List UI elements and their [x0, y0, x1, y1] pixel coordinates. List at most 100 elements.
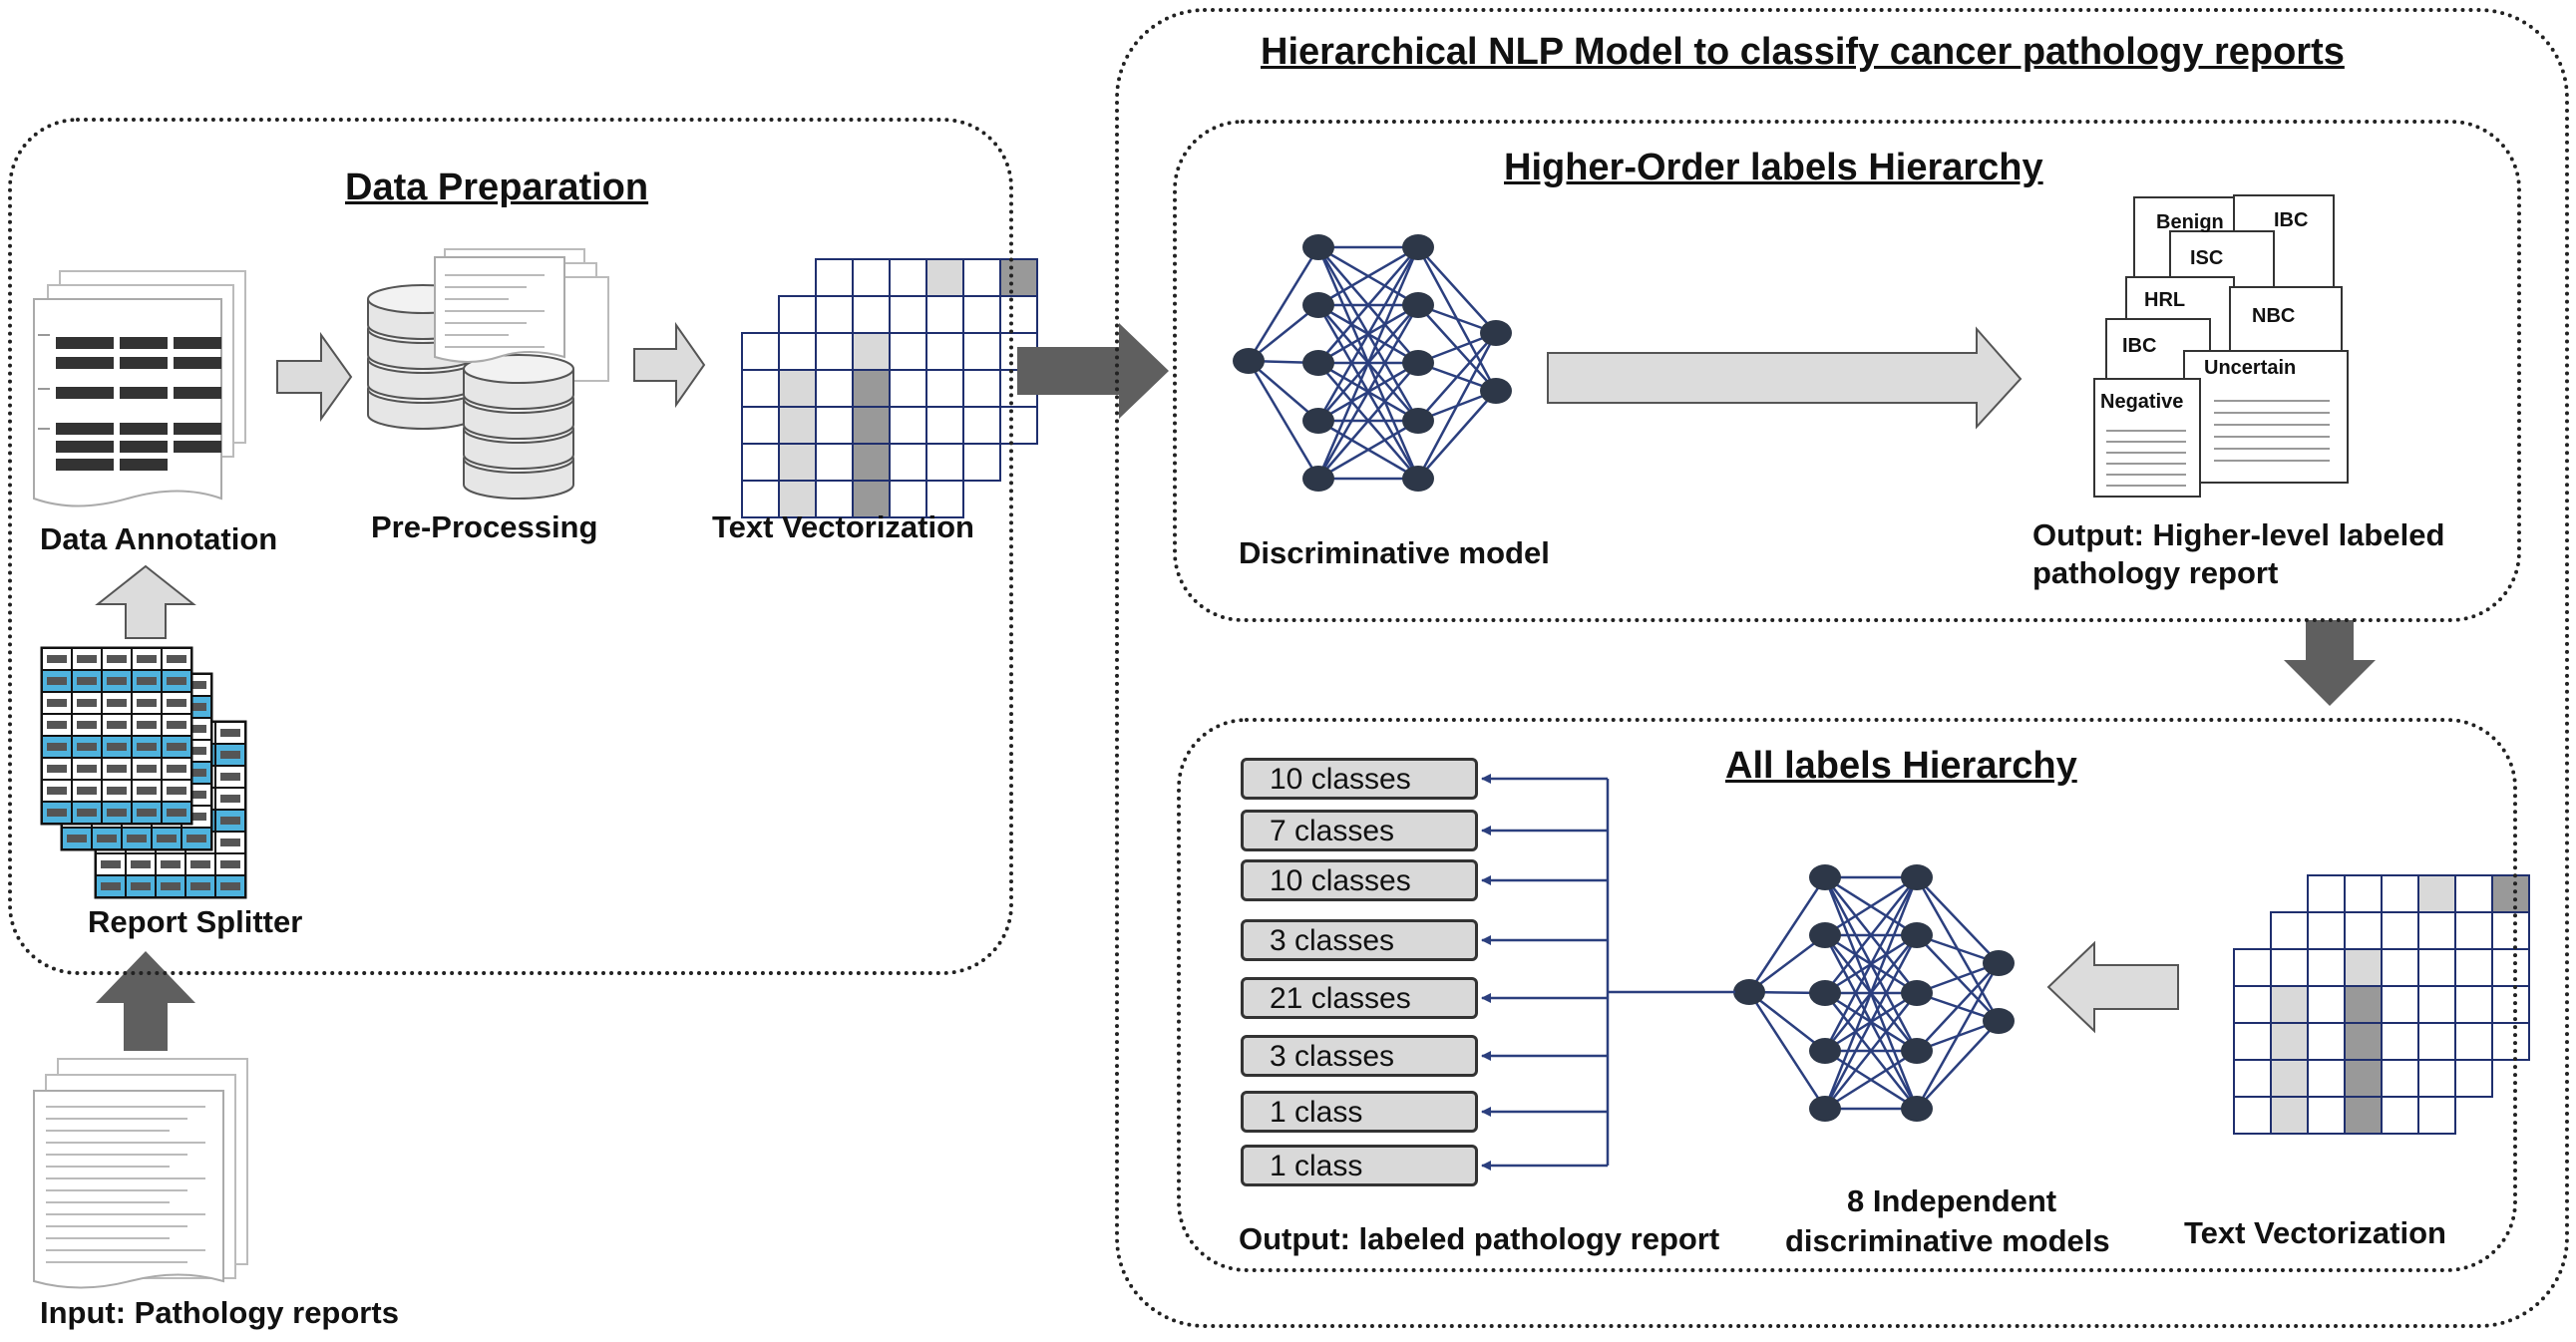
annotation-bar: [120, 423, 168, 435]
splitter-bar: [190, 882, 210, 890]
database-icon: [367, 248, 609, 500]
annotation-bar: [174, 423, 221, 435]
report-splitter-label: Report Splitter: [88, 904, 303, 939]
splitter-bar: [77, 677, 97, 685]
grid-cell: [2344, 1096, 2383, 1135]
grid-cell: [2381, 874, 2419, 913]
splitter-bar: [186, 791, 206, 799]
grid-cell: [2307, 911, 2346, 950]
network-edge: [1823, 876, 1919, 1110]
grid-cell: [815, 480, 854, 518]
grid-cell: [962, 295, 1001, 334]
network-edge: [1824, 1049, 1918, 1111]
class-connectors: [1481, 774, 1735, 1171]
higher-order-panel: [1173, 120, 2521, 622]
network-node: [1480, 378, 1512, 404]
class-box: 3 classes: [1241, 1035, 1478, 1077]
splitter-bar: [167, 787, 186, 795]
grid-cell: [2381, 1059, 2419, 1098]
grid-cell: [2270, 1096, 2309, 1135]
annotation-bar: [56, 357, 114, 369]
network-edge: [1823, 934, 1919, 1110]
network-edge: [1316, 304, 1420, 480]
splitter-bar: [220, 839, 240, 846]
doc-label-ibc-1: IBC: [2274, 209, 2309, 231]
class-box: 1 class: [1241, 1145, 1478, 1186]
splitter-bar: [167, 721, 186, 729]
splitter-bar: [107, 699, 127, 707]
network-node: [1302, 466, 1334, 492]
network-node: [1233, 348, 1265, 374]
grid-cell: [852, 443, 891, 482]
splitter-bar: [127, 835, 147, 842]
splitter-bar: [137, 699, 157, 707]
network-edge: [1316, 246, 1420, 480]
grid-cell: [889, 258, 927, 297]
doc-label-uncertain: Uncertain: [2204, 357, 2297, 379]
splitter-bar: [77, 743, 97, 751]
grid-cell: [925, 480, 964, 518]
main-title: Hierarchical NLP Model to classify cance…: [1261, 31, 2345, 73]
grid-cell: [852, 480, 891, 518]
splitter-bar: [220, 795, 240, 803]
grid-cell: [2417, 985, 2456, 1024]
network-node: [1402, 292, 1434, 318]
text-vectorization-grid-top: [741, 258, 1038, 518]
splitter-bar: [137, 743, 157, 751]
splitter-bar: [161, 860, 181, 868]
splitter-bar: [167, 655, 186, 663]
network-edge: [1417, 332, 1497, 422]
grid-cell: [2417, 948, 2456, 987]
splitter-bar: [186, 769, 206, 777]
network-node: [1302, 234, 1334, 260]
independent-models-network: [1733, 864, 2015, 1122]
annotation-bar: [174, 337, 221, 349]
class-box: 21 classes: [1241, 977, 1478, 1019]
network-edge: [1316, 246, 1420, 422]
splitter-bar: [220, 882, 240, 890]
grid-cell: [2454, 1059, 2493, 1098]
labeled-documents-icon: [2093, 194, 2349, 498]
splitter-bar: [161, 882, 181, 890]
grid-cell: [2491, 985, 2530, 1024]
splitter-bar: [137, 655, 157, 663]
network-edge: [1747, 876, 1827, 993]
splitter-bar: [101, 882, 121, 890]
grid-cell: [2344, 874, 2383, 913]
data-preparation-title: Data Preparation: [345, 167, 649, 208]
splitter-bar: [220, 860, 240, 868]
annotation-bar: [120, 459, 168, 471]
network-node: [1809, 980, 1841, 1006]
network-edge: [1748, 991, 1826, 1052]
arrow-preparation-to-model: [1017, 323, 1169, 419]
splitter-bar: [77, 699, 97, 707]
annotation-bar: [120, 387, 168, 399]
grid-cell: [2270, 1022, 2309, 1061]
doc-label-hrl: HRL: [2144, 289, 2186, 311]
network-node: [1302, 408, 1334, 434]
annotation-bar: [174, 387, 221, 399]
text-vectorization-bottom-label: Text Vectorization: [2184, 1215, 2446, 1250]
grid-cell: [2344, 1059, 2383, 1098]
splitter-bar: [77, 787, 97, 795]
grid-cell: [925, 406, 964, 445]
splitter-bar: [186, 747, 206, 755]
grid-cell: [2344, 985, 2383, 1024]
splitter-bar: [167, 699, 186, 707]
network-node: [1402, 408, 1434, 434]
network-edge: [1824, 992, 1918, 1110]
network-node: [1901, 980, 1933, 1006]
annotation-bar: [56, 459, 114, 471]
network-edge: [1916, 1020, 2000, 1110]
network-edge: [1248, 360, 1319, 422]
network-edge: [1747, 991, 1827, 1110]
network-node: [1480, 320, 1512, 346]
report-splitter-icon: [40, 646, 247, 899]
splitter-bar: [47, 721, 67, 729]
discriminative-model-network: [1233, 234, 1512, 492]
network-edge: [1317, 419, 1419, 481]
network-edge: [1824, 875, 1918, 937]
network-edge: [1247, 246, 1320, 362]
grid-cell: [2417, 1096, 2456, 1135]
doc-label-benign: Benign: [2156, 211, 2224, 233]
